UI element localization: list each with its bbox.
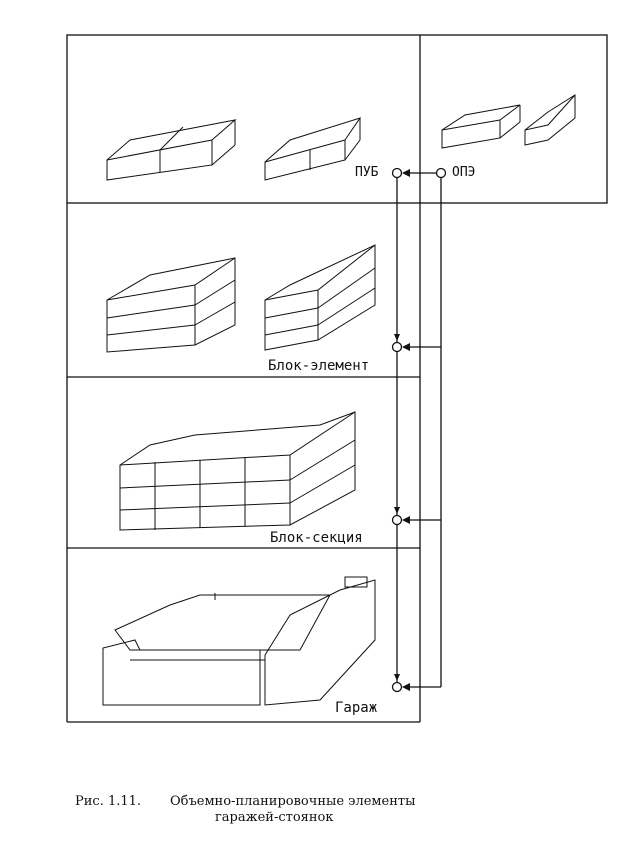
connection-lines	[396, 172, 442, 688]
block-element-ramp	[264, 244, 376, 351]
element-blocks-right	[441, 94, 576, 149]
caption-number: Рис. 1.11.	[75, 794, 142, 809]
node-circles	[391, 167, 447, 693]
label-block-element: Блок-элемент	[268, 358, 370, 374]
label-ope: ОПЭ	[452, 165, 476, 180]
frame	[66, 34, 608, 723]
caption-line2: гаражей-стоянок	[215, 810, 334, 825]
block-section-drawing	[119, 411, 356, 531]
element-block-ramp	[264, 117, 362, 181]
arrowheads	[394, 169, 410, 691]
garage-drawing	[102, 576, 376, 706]
element-block-flat	[106, 119, 237, 181]
label-garage: Гараж	[335, 700, 378, 716]
block-element-straight	[106, 257, 236, 353]
label-pub: ПУБ	[355, 165, 379, 180]
label-block-section: Блок-секция	[270, 530, 363, 546]
caption-line1: Объемно-планировочные элементы	[170, 794, 416, 809]
